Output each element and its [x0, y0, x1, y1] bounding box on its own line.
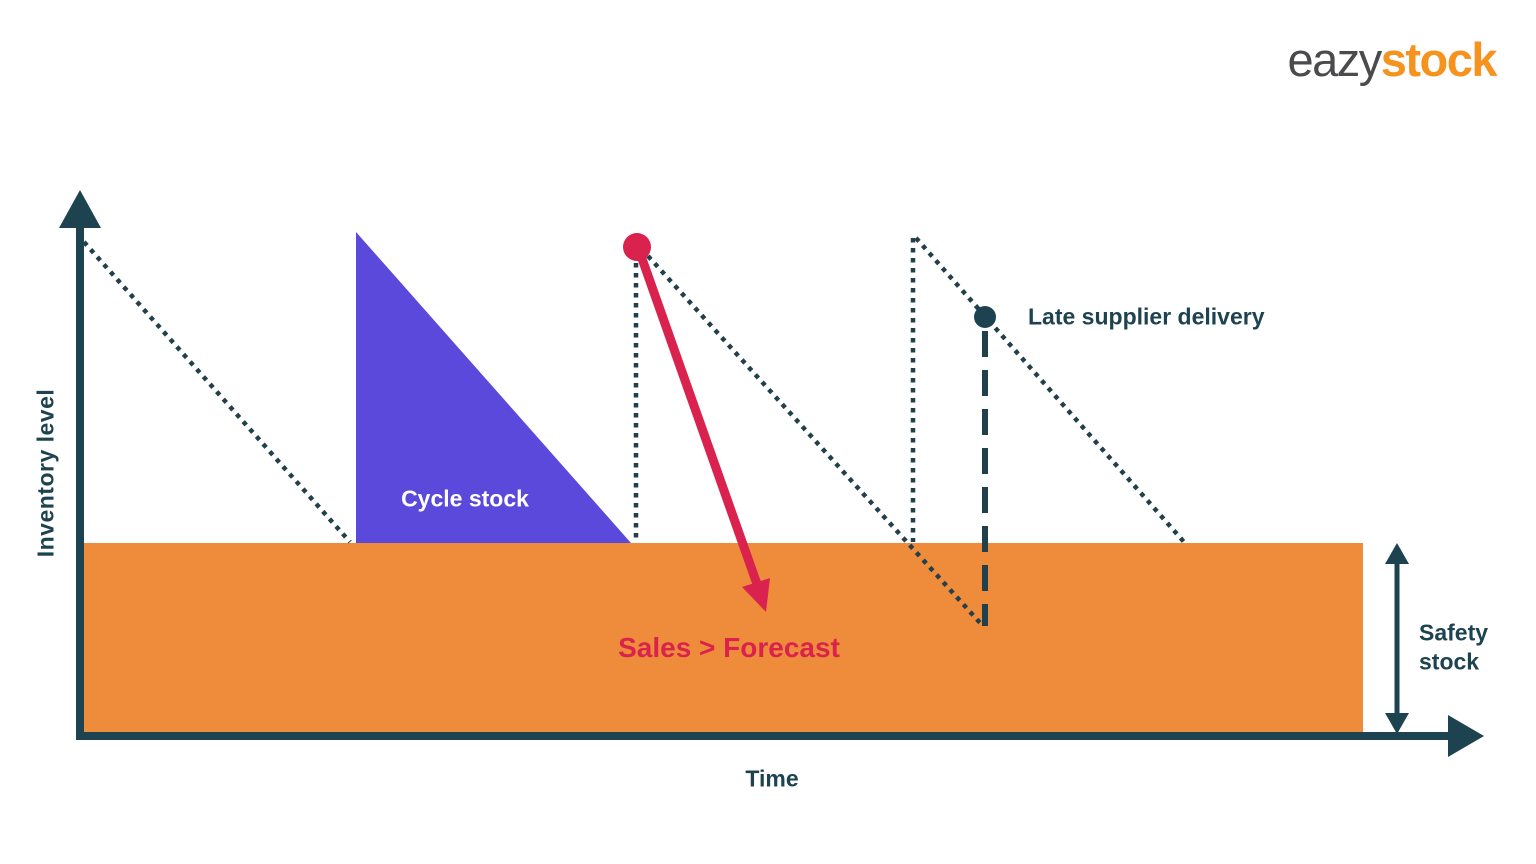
late-supplier-delivery-label: Late supplier delivery [1028, 303, 1265, 330]
safety-stock-measure-arrowhead-top-icon [1385, 543, 1409, 564]
cycle-stock-label: Cycle stock [401, 485, 529, 512]
x-axis-arrowhead-icon [1448, 715, 1484, 757]
inventory-depletion-dotted-line-3 [914, 236, 1186, 544]
forecast-depletion-dotted-line-2 [646, 254, 984, 627]
y-axis-label: Inventory level [32, 388, 59, 558]
safety-stock-measure-arrowhead-bottom-icon [1385, 713, 1409, 734]
late-delivery-dot [974, 306, 996, 328]
inventory-depletion-dotted-line-1 [82, 240, 352, 544]
sales-vs-forecast-label: Sales > Forecast [618, 632, 840, 663]
y-axis-arrowhead-icon [59, 190, 101, 228]
replenishment-point-dot [623, 233, 651, 261]
logo-text-orange: stock [1380, 33, 1498, 86]
eazystock-logo: eazystock [1287, 32, 1498, 87]
sales-exceeds-forecast-arrow-line [635, 251, 762, 586]
logo-text-gray: eazy [1287, 33, 1382, 86]
safety-stock-band [84, 543, 1363, 733]
cycle-stock-triangle [356, 232, 631, 543]
x-axis-label: Time [745, 765, 799, 792]
safety-stock-label: Safety stock [1419, 619, 1489, 675]
sales-exceeds-forecast-arrowhead [742, 578, 770, 612]
